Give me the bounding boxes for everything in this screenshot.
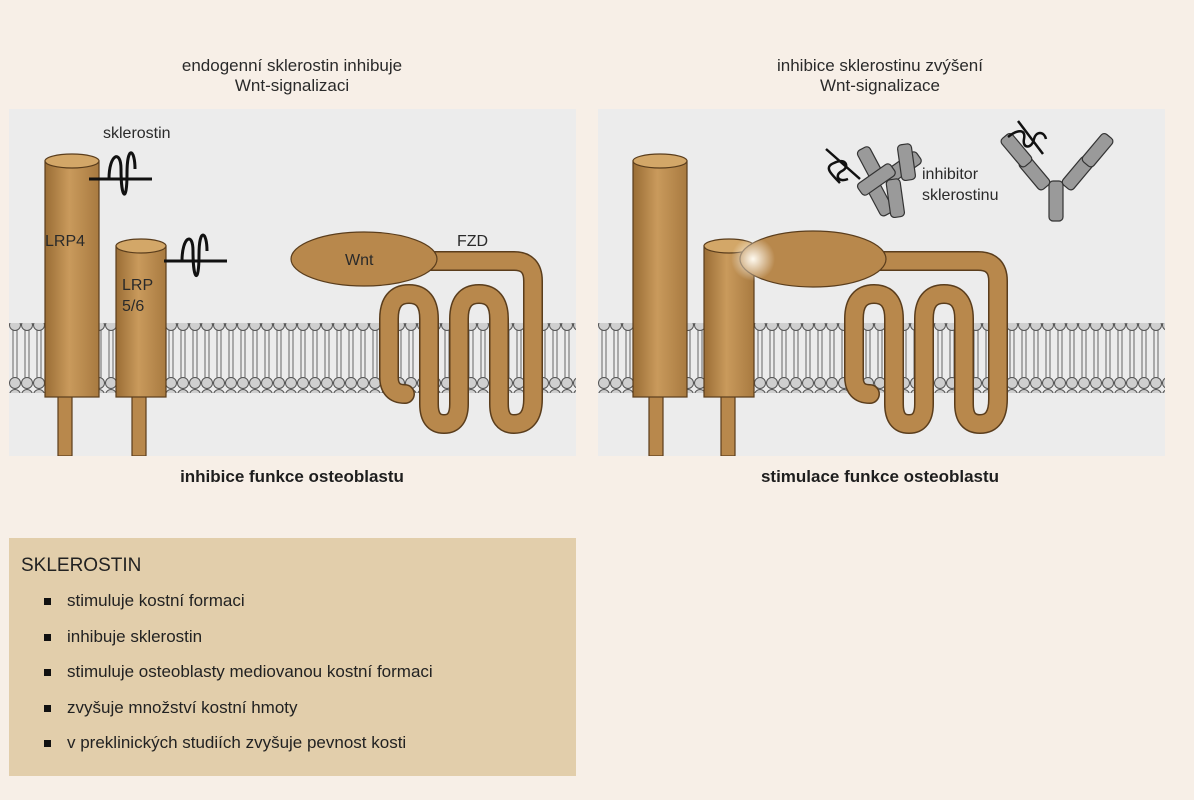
right-diagram-panel: inhibitor sklerostinu: [598, 109, 1165, 456]
left-panel-title-line1: endogenní sklerostin inhibuje: [181, 56, 403, 75]
list-item: stimuluje kostní formaci: [22, 591, 433, 627]
left-panel-title-line2: Wnt-signalizaci: [234, 76, 350, 95]
list-item: stimuluje osteoblasty mediovanou kostní …: [22, 662, 433, 698]
list-item-text: v preklinických studiích zvyšuje pevnost…: [67, 733, 407, 752]
infobox-title: SKLEROSTIN: [21, 555, 142, 576]
lrp56-label-line1: LRP: [122, 277, 153, 294]
fzd-receptor: [379, 251, 543, 434]
list-item: zvyšuje množství kostní hmoty: [22, 698, 433, 734]
bullet-icon: [44, 598, 51, 605]
left-diagram: LRP4 LRP 5/6 sklerostin FZD Wnt: [9, 125, 576, 456]
list-item: v preklinických studiích zvyšuje pevnost…: [22, 733, 433, 769]
lrp4-label: LRP4: [45, 233, 85, 250]
left-diagram-panel: LRP4 LRP 5/6 sklerostin FZD Wnt: [9, 109, 576, 456]
sclerostin-molecule-bound: [825, 148, 861, 184]
inhibitor-label-line2: sklerostinu: [922, 187, 998, 204]
left-panel-caption: inhibice funkce osteoblastu: [180, 467, 404, 486]
bullet-icon: [44, 633, 51, 641]
list-item: inhibuje sklerostin: [22, 627, 433, 663]
right-panel-caption: stimulace funkce osteoblastu: [760, 467, 1000, 486]
bullet-icon: [44, 669, 51, 676]
fzd-label: FZD: [457, 233, 488, 250]
left-panel-title: endogenní sklerostin inhibuje Wnt-signal…: [92, 56, 492, 96]
list-item-text: inhibuje sklerostin: [67, 626, 203, 646]
list-item-text: stimuluje osteoblasty mediovanou kostní …: [67, 662, 433, 681]
lrp4-receptor: [632, 153, 688, 456]
fzd-receptor: [844, 251, 1008, 434]
sclerostin-molecule-2: [164, 233, 227, 278]
sclerostin-inhibitor-antibody-2: [1000, 132, 1114, 222]
right-panel-title: inhibice sklerostinu zvýšení Wnt-signali…: [680, 56, 1080, 96]
bullet-icon: [44, 740, 51, 747]
sclerostin-molecule: [89, 151, 152, 196]
inhibitor-label-line1: inhibitor: [922, 166, 979, 183]
bullet-icon: [44, 704, 51, 712]
list-item-text: zvyšuje množství kostní hmoty: [67, 697, 298, 717]
sclerostin-molecule-bound-2: [1007, 120, 1048, 155]
wnt-protein: [290, 231, 438, 287]
cell-membrane: [598, 323, 1165, 393]
sclerostin-inhibitor-antibody: [856, 143, 922, 219]
right-diagram: inhibitor sklerostinu: [598, 120, 1165, 456]
lrp56-receptor: [703, 238, 755, 456]
lrp56-receptor: [115, 238, 167, 456]
list-item-text: stimuluje kostní formaci: [67, 591, 245, 610]
lrp56-label-line2: 5/6: [122, 298, 144, 315]
cell-membrane: [9, 323, 576, 393]
lrp4-receptor: [44, 153, 100, 456]
binding-glow: [731, 237, 775, 281]
wnt-label: Wnt: [345, 252, 374, 269]
right-panel-title-line1: inhibice sklerostinu zvýšení: [777, 56, 983, 75]
right-panel-title-line2: Wnt-signalizace: [820, 76, 940, 95]
sclerostin-label: sklerostin: [103, 125, 171, 142]
infobox-list: stimuluje kostní formaci inhibuje sklero…: [22, 591, 433, 769]
sclerostin-infobox: SKLEROSTIN stimuluje kostní formaci inhi…: [9, 538, 576, 776]
